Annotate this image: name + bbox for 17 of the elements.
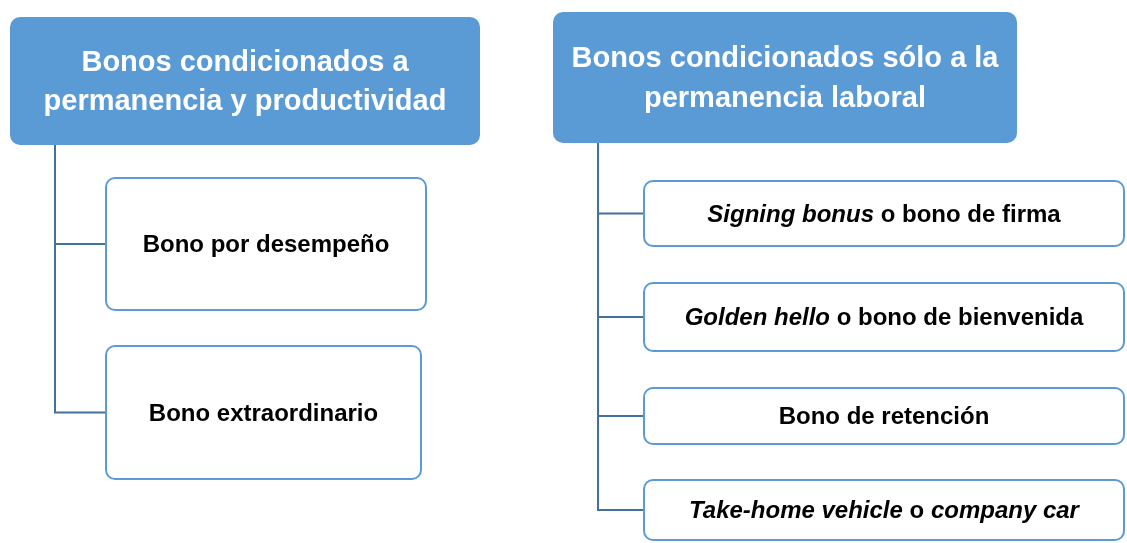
header-box (553, 12, 1017, 143)
box-text: Bonos condicionados sólo a la permanencia laboral (570, 40, 1000, 115)
item-box (105, 345, 422, 480)
item-box (643, 387, 1125, 445)
item-box (105, 177, 427, 311)
item-box (643, 180, 1125, 247)
box-text: Take-home vehicle o company car (689, 496, 1079, 524)
header-box (10, 17, 480, 145)
box-text: Signing bonus o bono de firma (707, 199, 1061, 228)
box-text: Golden hello o bono de bienvenida (684, 303, 1084, 331)
item-box (643, 479, 1125, 541)
item-box (643, 282, 1125, 352)
box-text: Bonos condicionados a permanencia y productividad (42, 43, 448, 118)
box-text: Bono de retención (778, 402, 990, 430)
connector-line (54, 144, 106, 414)
box-text: Bono por desempeño (142, 230, 390, 258)
box-text: Bono extraordinario (148, 398, 379, 427)
